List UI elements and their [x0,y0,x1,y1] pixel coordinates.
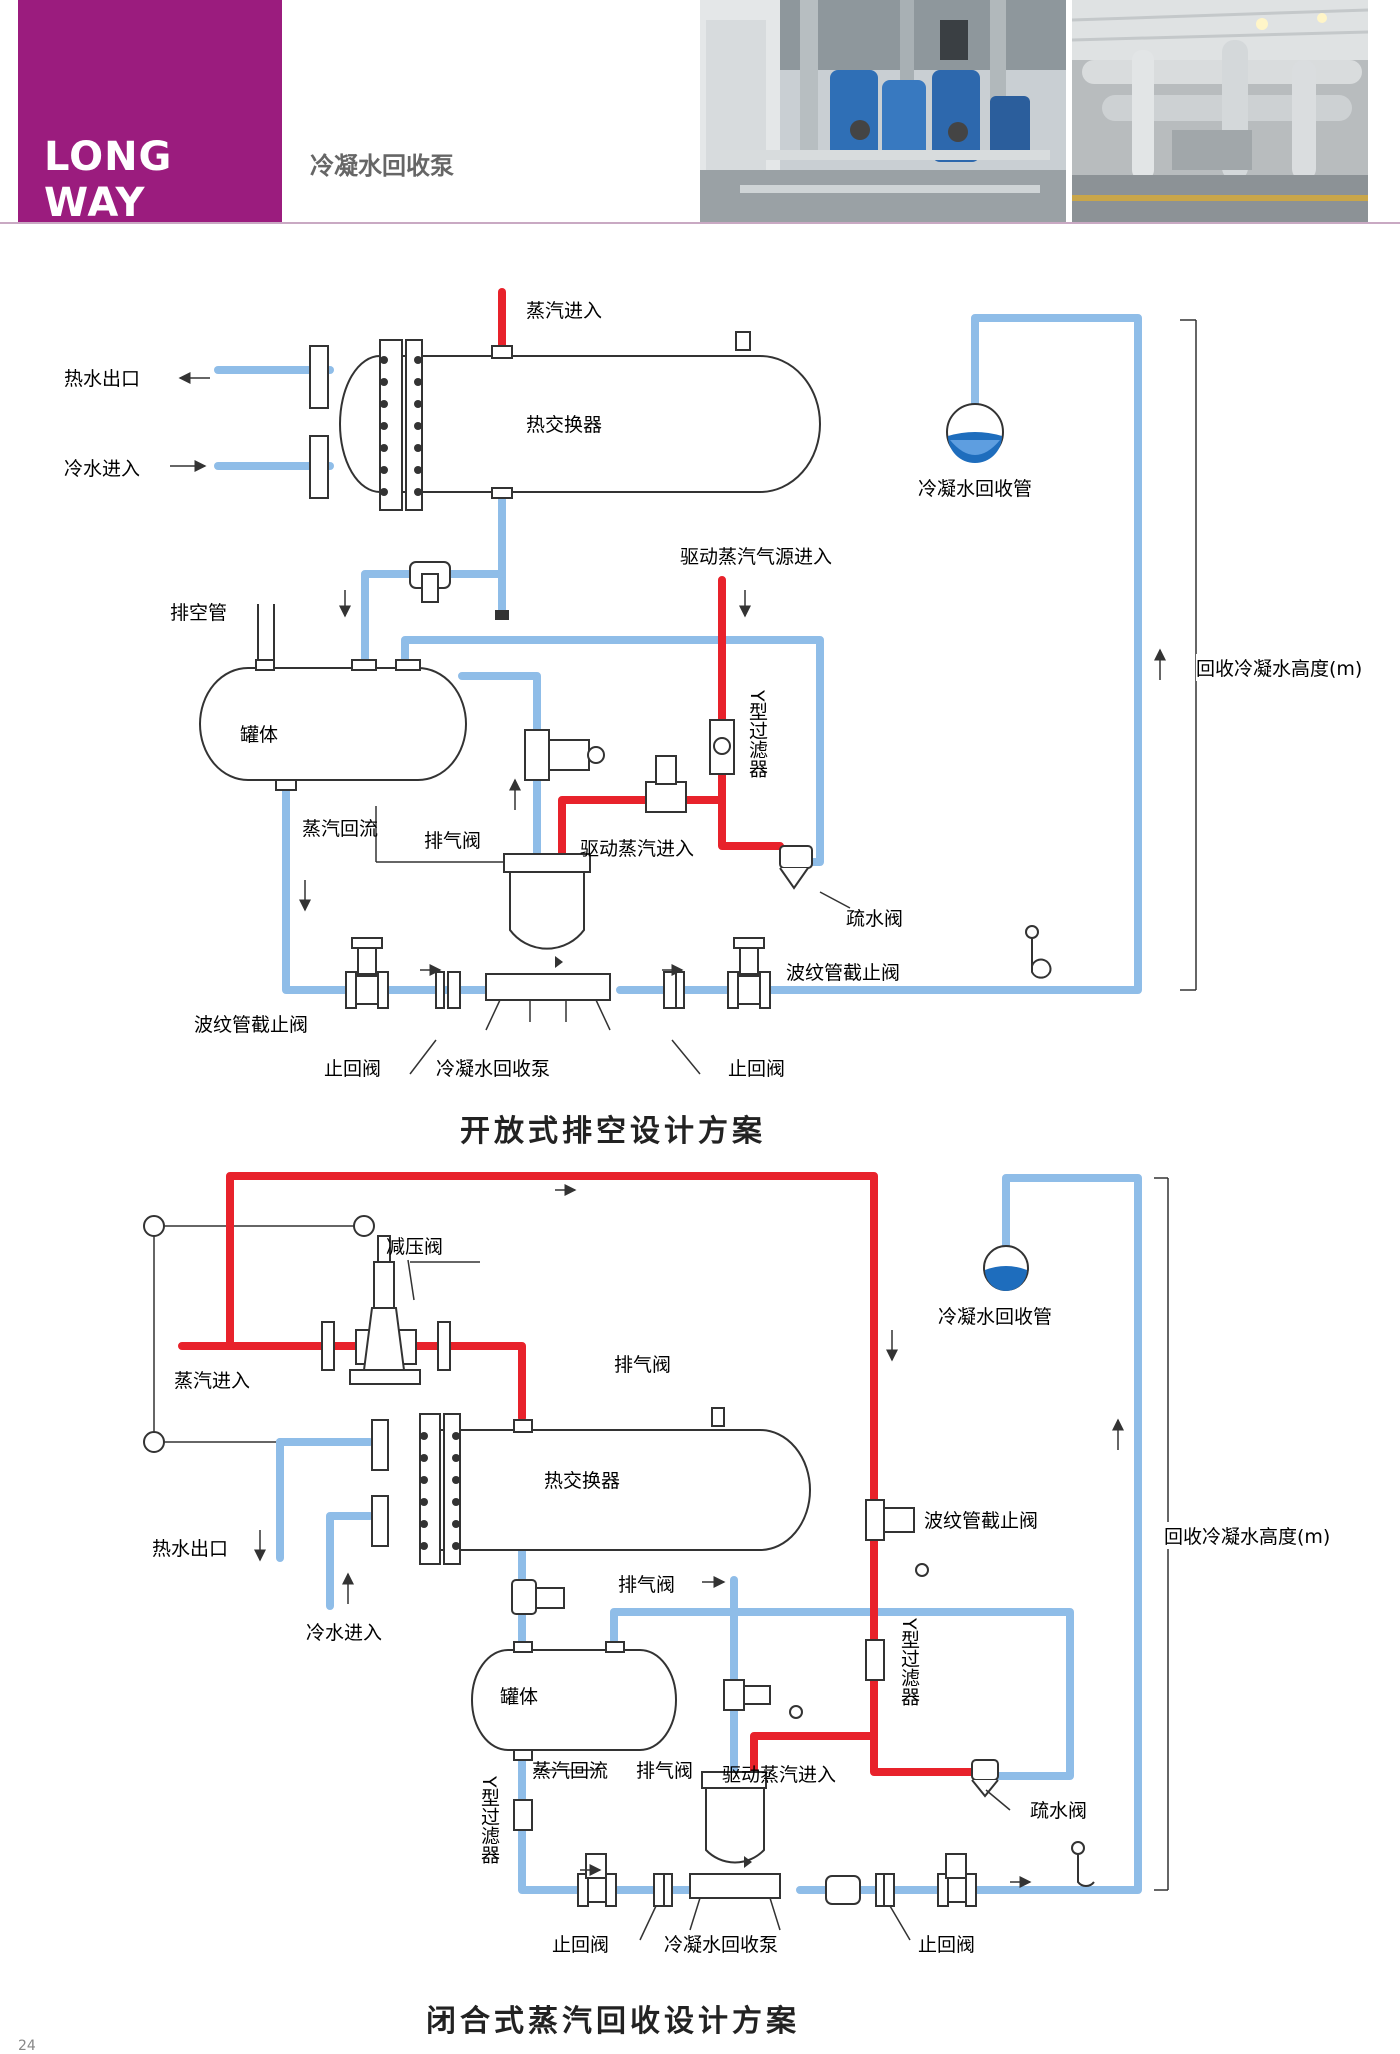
condensate-pump [485,853,611,1031]
closed-pump-discharge [796,1174,1142,1894]
label-closed-heat-exchanger: 热交换器 [544,1470,621,1492]
closed-heat-exchanger [371,1407,811,1565]
valves-open [345,561,1052,1009]
closed-design-title: 闭合式蒸汽回收设计方案 [426,2004,800,2039]
pressure-reducing-valve [321,1235,451,1385]
label-check-valve-right: 止回阀 [728,1058,786,1080]
label-steam-in: 蒸汽进入 [526,300,603,322]
label-closed-bellows-valve: 波纹管截止阀 [924,1510,1039,1532]
control-loop-line [153,1225,354,1443]
photo-pipe-hall [1072,0,1368,222]
label-pressure-reducer: 减压阀 [386,1236,444,1258]
label-drive-steam-source: 驱动蒸汽气源进入 [680,546,833,568]
label-vent-valve-mid: 排气阀 [618,1574,676,1596]
label-y-strainer-right: Y型过滤器 [898,1618,920,1706]
label-closed-steam-return: 蒸汽回流 [532,1760,609,1782]
photo-pump-room [700,0,1066,222]
label-recovery-pipe: 冷凝水回收管 [918,478,1033,500]
open-design-diagram [170,288,1197,1075]
label-closed-pump: 冷凝水回收泵 [664,1934,779,1956]
brand-block: LONG WAY [18,0,282,226]
label-tank: 罐体 [240,724,279,746]
open-design-title: 开放式排空设计方案 [460,1114,766,1149]
heat-exchanger [309,331,821,620]
label-vent-valve-low: 排气阀 [636,1760,694,1782]
label-trap: 疏水阀 [846,908,904,930]
label-y-strainer-left: Y型过滤器 [478,1776,500,1864]
label-bellows-valve-right: 波纹管截止阀 [786,962,901,984]
label-closed-check-valve-left: 止回阀 [552,1934,610,1956]
closed-recovery-sightglass [983,1245,1029,1291]
closed-cold-water-pipe [326,1512,374,1610]
label-check-valve-left: 止回阀 [324,1058,382,1080]
tank-inlet-pipe [361,570,506,674]
product-title: 冷凝水回收泵 [310,152,454,180]
closed-drive-steam [750,1732,878,1784]
label-height: 回收冷凝水高度(m) [1196,654,1363,681]
tank-outlet-pipe [458,672,541,864]
label-vent-valve: 排气阀 [424,830,482,852]
closed-receiver-tank [471,1641,677,1761]
label-y-strainer: Y型过滤器 [746,690,768,778]
label-closed-check-valve-right: 止回阀 [918,1934,976,1956]
header-divider [0,222,1400,224]
label-heat-exchanger: 热交换器 [526,414,603,436]
brand-logo-text: LONG WAY [44,134,173,226]
label-pump: 冷凝水回收泵 [436,1058,551,1080]
label-closed-recovery-pipe: 冷凝水回收管 [938,1306,1053,1328]
pump-discharge-pipe [616,314,1142,994]
label-closed-hot-water-out: 热水出口 [152,1538,229,1560]
closed-condensate-pump [689,1771,781,1931]
drive-steam-pipe [718,576,784,850]
page-number: 24 [18,2038,36,2054]
label-closed-height: 回收冷凝水高度(m) [1164,1522,1331,1549]
label-cold-water-in: 冷水进入 [64,458,141,480]
label-closed-cold-water-in: 冷水进入 [306,1622,383,1644]
label-closed-trap: 疏水阀 [1030,1800,1088,1822]
recovery-pipe-sightglass [946,403,1004,463]
label-closed-steam-in: 蒸汽进入 [174,1370,251,1392]
label-bellows-valve-left: 波纹管截止阀 [194,1014,309,1036]
label-vent-valve-top: 排气阀 [614,1354,672,1376]
label-closed-drive-steam-in: 驱动蒸汽进入 [722,1764,837,1786]
closed-balance-pipe [610,1608,1074,1780]
closed-design-diagram [143,1172,1169,1941]
receiver-tank [199,604,467,791]
label-drive-steam-in: 驱动蒸汽进入 [580,838,695,860]
label-steam-return: 蒸汽回流 [302,818,379,840]
closed-steam-main [178,1172,976,1776]
label-hot-water-out: 热水出口 [64,368,141,390]
label-vent-pipe: 排空管 [170,602,228,624]
page-header: LONG WAY 冷凝水回收泵 [0,0,1400,226]
pump-suction-pipe [282,786,494,994]
label-closed-tank: 罐体 [500,1686,539,1708]
valves-closed [511,1499,1095,1907]
